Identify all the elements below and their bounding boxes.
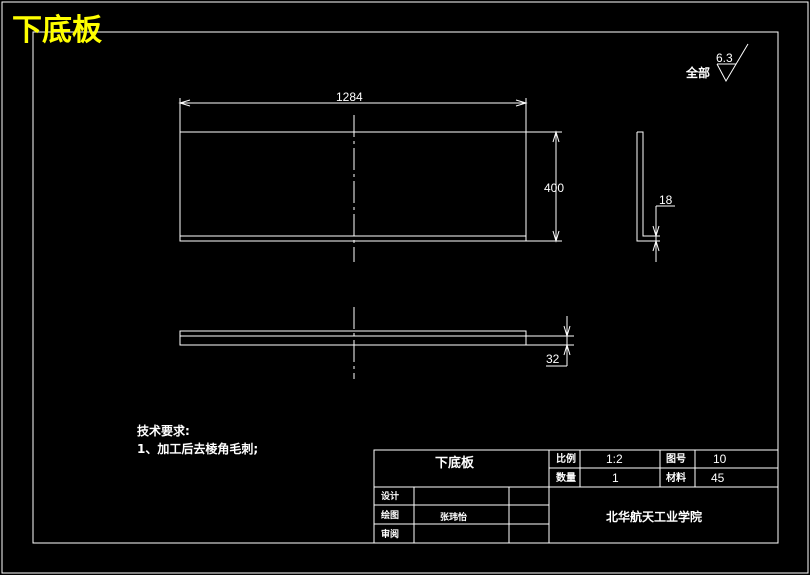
plate-outline: [179, 131, 527, 242]
drawing-title: 下底板: [12, 13, 102, 48]
tb-qty-label: 数量: [556, 471, 576, 484]
tb-scale-value: 1:2: [606, 452, 623, 466]
tech-req-title: 技术要求:: [137, 423, 190, 438]
tb-school: 北华航天工业学院: [606, 509, 702, 524]
tb-drawing-no-value: 10: [713, 452, 727, 466]
tb-qty-value: 1: [612, 471, 619, 485]
tb-design-label: 设计: [381, 490, 399, 502]
tb-material-value: 45: [711, 471, 725, 485]
tb-drawn-value: 张玮怡: [440, 511, 467, 523]
roughness-value: 6.3: [716, 51, 733, 65]
front-view: 1284 400: [178, 90, 564, 262]
side-view: 18: [636, 131, 675, 262]
tb-part-name: 下底板: [435, 455, 475, 471]
dim-width: 1284: [336, 90, 363, 104]
title-block: 下底板 比例 1:2 图号 10 数量 1 材料 45 设计 绘图 张玮怡 审阅…: [373, 449, 779, 544]
tb-scale-label: 比例: [556, 452, 576, 465]
dim-height: 400: [544, 181, 564, 195]
top-view: 32: [179, 307, 574, 379]
tb-drawn-label: 绘图: [381, 509, 399, 521]
plate-thin: [179, 330, 527, 346]
tb-review-label: 审阅: [381, 528, 399, 540]
dim-thickness: 32: [546, 352, 560, 366]
dim-edge: 18: [659, 193, 673, 207]
roughness-symbol: 全部 6.3: [685, 43, 749, 83]
tb-drawing-no-label: 图号: [666, 453, 686, 465]
tb-material-label: 材料: [666, 471, 686, 484]
tech-req-item-1: 1、加工后去棱角毛刺;: [137, 441, 258, 456]
roughness-label: 全部: [685, 65, 710, 80]
inner-frame: [32, 31, 779, 544]
